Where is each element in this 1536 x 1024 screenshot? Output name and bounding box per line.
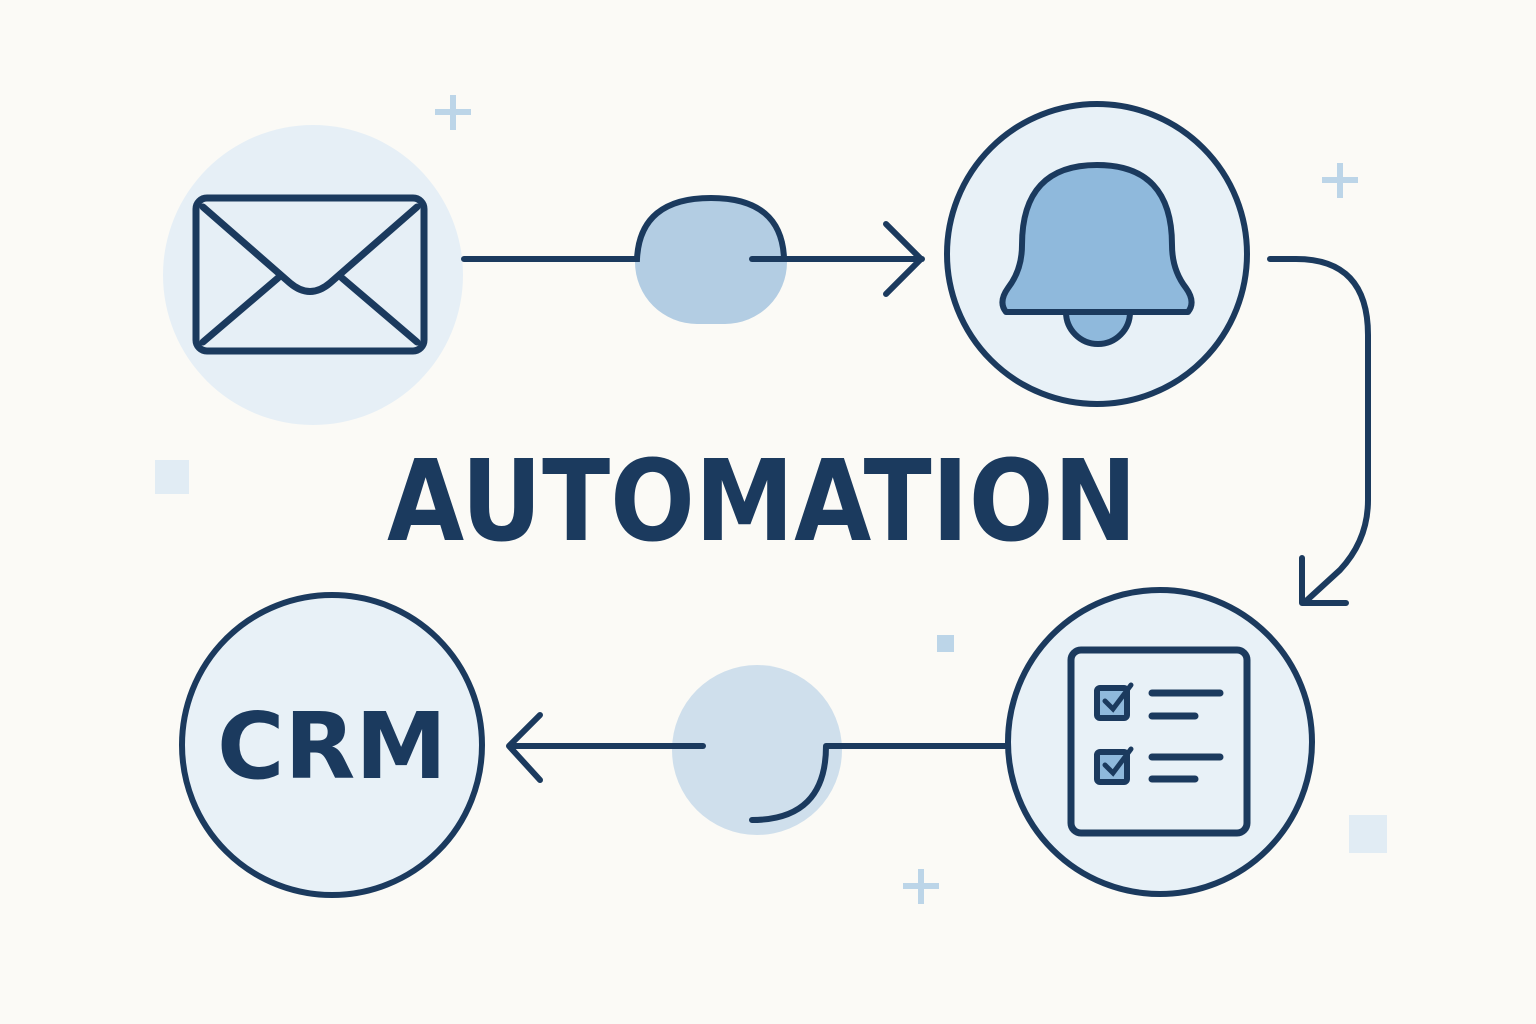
decoration-square (155, 460, 189, 494)
email-node (163, 125, 463, 425)
arrow-down-left-icon (1299, 555, 1349, 606)
task-list-node (1005, 587, 1315, 897)
bell-icon (999, 162, 1195, 347)
page-title: AUTOMATION (387, 437, 1137, 567)
connector-bell-to-tasks (1267, 256, 1371, 606)
connector-email-to-bell (461, 194, 925, 324)
checklist-icon (1067, 646, 1251, 837)
connector-tasks-to-crm (506, 665, 1008, 835)
decoration-square (937, 635, 954, 652)
decoration-plus-icon (435, 95, 1358, 904)
arrow-left-icon (506, 712, 543, 783)
envelope-icon (192, 194, 428, 355)
crm-node: CRM (179, 592, 485, 898)
notification-node (944, 101, 1250, 407)
decoration-square (1349, 815, 1387, 853)
crm-label: CRM (217, 693, 447, 800)
arrow-right-icon (883, 221, 924, 297)
